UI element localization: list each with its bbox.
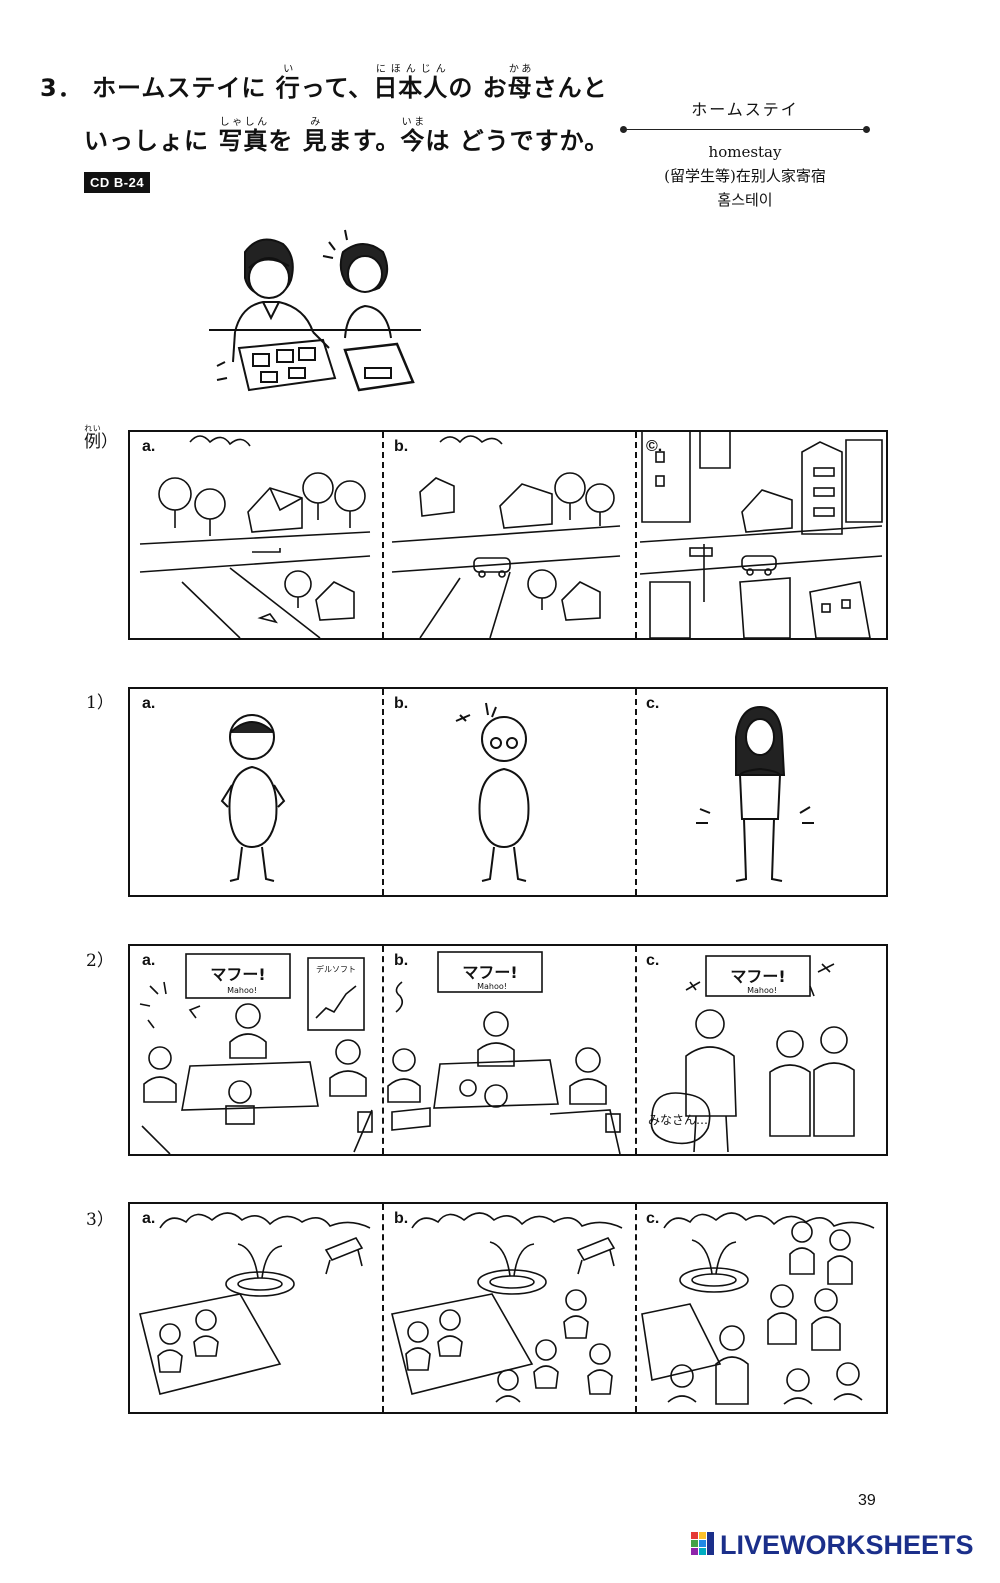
example-option-b[interactable]: b. — [394, 438, 409, 455]
liveworksheets-logo: LIVEWORKSHEETS — [690, 1530, 974, 1561]
glossary-english: homestay — [708, 143, 782, 161]
town-scenes-illustration — [139, 432, 883, 638]
people-illustration — [220, 702, 814, 882]
q1-text-4: の お — [448, 74, 508, 102]
question-text-2: いっしょに 写真しゃしんを 見みます。今いまは どうですか。 — [84, 117, 610, 155]
sign-c-text: マフー! — [730, 967, 785, 986]
homestay-photo-illustration — [209, 229, 421, 392]
row1-option-b[interactable]: b. — [394, 695, 409, 712]
sign-b-sub: Mahoo! — [477, 982, 507, 991]
row1-panel: a. b. c. — [128, 687, 888, 897]
question-number: 3． — [40, 74, 83, 102]
question-text-1: ホームステイに 行いって、日本人にほんじんの お母かあさんと — [92, 64, 608, 102]
row-label-2: 2） — [86, 951, 114, 971]
row-label-1: 1） — [86, 693, 114, 713]
example-label: 例れい） — [84, 424, 118, 452]
glossary-term: ホームステイ — [691, 100, 799, 119]
glossary-chinese: (留学生等)在别人家寄宿 — [664, 167, 826, 185]
q1-text-6: さんと — [532, 74, 608, 102]
q1-text-2: って、 — [300, 74, 374, 102]
q2-text-4: ます。 — [327, 127, 401, 155]
row2-option-c[interactable]: c. — [646, 952, 660, 969]
glossary-divider — [620, 124, 870, 136]
brand-name: LIVEWORKSHEETS — [720, 1530, 974, 1560]
q1-text-0: ホームステイに — [92, 74, 276, 102]
row1-option-a[interactable]: a. — [142, 695, 156, 712]
example-kanji: 例れい — [84, 424, 101, 452]
glossary-box: ホームステイ homestay (留学生等)在别人家寄宿 홈스테이 — [620, 96, 870, 212]
question-line-2: いっしょに 写真しゃしんを 見みます。今いまは どうですか。 — [84, 117, 609, 156]
chart-board-label: デルソフト — [316, 964, 356, 974]
q2-text-2: を — [268, 127, 303, 155]
row3-option-c[interactable]: c. — [646, 1210, 660, 1227]
row3-panel: a. b. c. — [128, 1202, 888, 1414]
q1-ruby-3: 日本人にほんじん — [373, 64, 449, 102]
q2-ruby-5: 今いま — [400, 117, 426, 155]
glossary-korean: 홈스테이 — [717, 191, 773, 209]
row2-option-b[interactable]: b. — [394, 952, 409, 969]
sign-b-text: マフー! — [462, 963, 517, 982]
page-number: 39 — [858, 1492, 876, 1509]
example-panel: a. b. ©. — [128, 430, 888, 640]
q2-text-0: いっしょに — [84, 127, 219, 155]
row3-option-a[interactable]: a. — [142, 1210, 156, 1227]
q1-ruby-1: 行い — [275, 64, 301, 102]
q1-ruby-5: 母かあ — [507, 64, 533, 102]
row-label-3: 3） — [86, 1210, 114, 1230]
question-line-1: 3． ホームステイに 行いって、日本人にほんじんの お母かあさんと — [40, 64, 608, 103]
speech-bubble-text: みなさん… — [648, 1113, 708, 1127]
q2-text-6: は どうですか。 — [425, 127, 610, 155]
row1-option-c[interactable]: c. — [646, 695, 660, 712]
example-option-a[interactable]: a. — [142, 438, 156, 455]
row2-option-a[interactable]: a. — [142, 952, 156, 969]
sign-a-sub: Mahoo! — [227, 986, 257, 995]
q2-ruby-1: 写真しゃしん — [218, 117, 269, 155]
row2-panel: a. b. c. マフー! マフー! マフー! Mahoo! Mahoo! Ma… — [128, 944, 888, 1156]
example-option-c[interactable]: ©. — [646, 438, 663, 455]
brand-mark-icon — [691, 1532, 714, 1555]
park-illustration — [139, 1212, 875, 1405]
sign-c-sub: Mahoo! — [747, 986, 777, 995]
q2-ruby-3: 見み — [302, 117, 328, 155]
cd-track-badge: CD B-24 — [84, 172, 151, 193]
sign-a-text: マフー! — [210, 965, 265, 984]
office-illustration: マフー! マフー! マフー! Mahoo! Mahoo! Mahoo! デルソフ… — [139, 951, 855, 1154]
row3-option-b[interactable]: b. — [394, 1210, 409, 1227]
